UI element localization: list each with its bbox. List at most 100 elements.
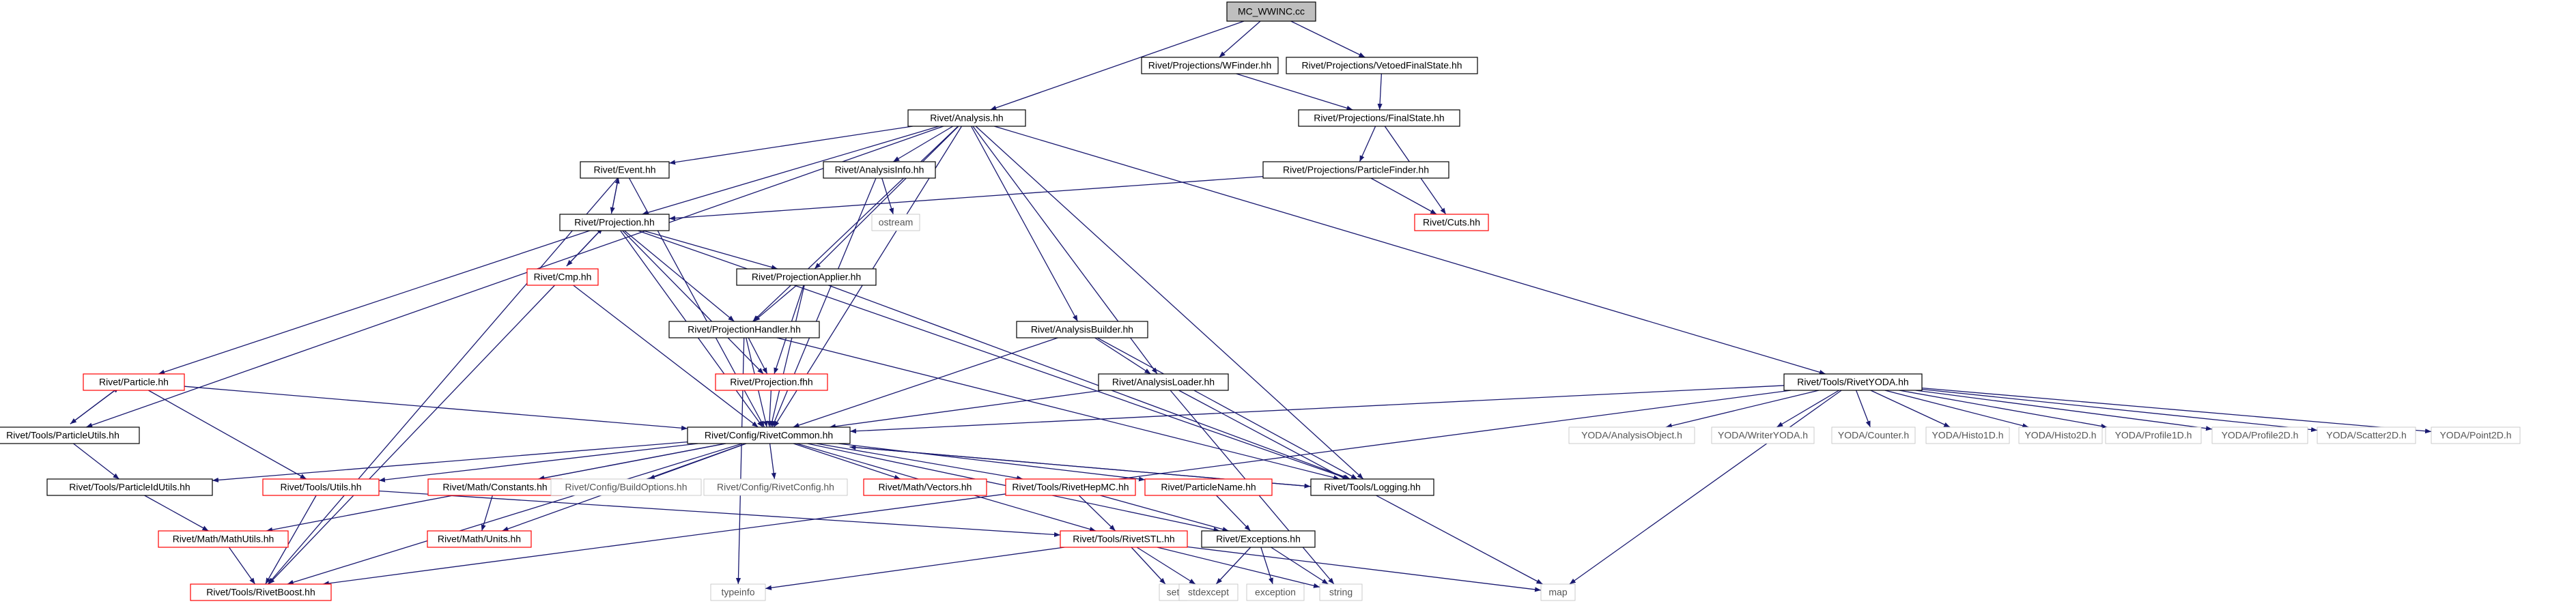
edge-mc_wwinc-to-vetoedfs: [1290, 20, 1365, 58]
node-box-yoda_counter: [1831, 426, 1916, 444]
node-yoda_h2[interactable]: YODA/Histo2D.h: [2018, 426, 2103, 444]
node-particleidutils[interactable]: Rivet/Tools/ParticleIdUtils.hh: [46, 478, 213, 496]
node-box-analysisinfo: [823, 161, 936, 179]
node-stdexcept[interactable]: stdexcept: [1178, 583, 1239, 601]
node-analysis[interactable]: Rivet/Analysis.hh: [907, 109, 1026, 127]
node-box-logging: [1310, 478, 1434, 496]
node-string[interactable]: string: [1319, 583, 1363, 601]
node-box-analysisloader: [1098, 373, 1229, 391]
node-box-mathunits: [427, 530, 532, 548]
node-particlefinder[interactable]: Rivet/Projections/ParticleFinder.hh: [1262, 161, 1449, 179]
edge-wfinder-to-finalstate: [1236, 73, 1353, 111]
node-particleutils[interactable]: Rivet/Tools/ParticleUtils.hh: [0, 426, 140, 444]
node-vetoedfs[interactable]: Rivet/Projections/VetoedFinalState.hh: [1286, 57, 1478, 74]
node-rivetyoda[interactable]: Rivet/Tools/RivetYODA.hh: [1783, 373, 1923, 391]
node-logging[interactable]: Rivet/Tools/Logging.hh: [1310, 478, 1434, 496]
node-map[interactable]: map: [1540, 583, 1576, 601]
edge-rivethepmc-to-exceptions: [1100, 495, 1229, 532]
node-label-stdexcept: stdexcept: [1188, 587, 1229, 598]
edge-rivetcommon-to-rivetconfig: [769, 443, 776, 480]
node-projhandler[interactable]: Rivet/ProjectionHandler.hh: [668, 321, 820, 338]
edge-rivetyoda-to-map: [1569, 390, 1842, 585]
node-box-analysis: [907, 109, 1026, 127]
edge-rivetyoda-to-yoda_pt2: [1921, 387, 2432, 434]
node-label-mathutils: Rivet/Math/MathUtils.hh: [173, 534, 274, 545]
node-box-wfinder: [1141, 57, 1279, 74]
node-box-yoda_ao: [1568, 426, 1695, 444]
node-mathconstants[interactable]: Rivet/Math/Constants.hh: [427, 478, 563, 496]
node-label-rivetconfig: Rivet/Config/RivetConfig.hh: [717, 482, 834, 493]
node-cuts[interactable]: Rivet/Cuts.hh: [1414, 214, 1489, 231]
node-typeinfo[interactable]: typeinfo: [710, 583, 766, 601]
edge-rivetyoda-to-yoda_ao: [1665, 390, 1820, 429]
edge-particlename-to-exceptions: [1216, 495, 1251, 532]
node-label-particlefinder: Rivet/Projections/ParticleFinder.hh: [1283, 164, 1429, 175]
node-label-analysisloader: Rivet/AnalysisLoader.hh: [1112, 377, 1215, 388]
node-yoda_h1[interactable]: YODA/Histo1D.h: [1925, 426, 2010, 444]
node-box-yoda_h1: [1925, 426, 2010, 444]
node-yoda_writer[interactable]: YODA/WriterYODA.h: [1711, 426, 1815, 444]
node-label-ostream: ostream: [879, 217, 914, 228]
node-box-exception: [1246, 583, 1305, 601]
edge-event-to-rivetboost: [267, 177, 619, 585]
node-analysisloader[interactable]: Rivet/AnalysisLoader.hh: [1098, 373, 1229, 391]
node-label-analysisbuilder: Rivet/AnalysisBuilder.hh: [1031, 324, 1133, 335]
node-yoda_p2[interactable]: YODA/Profile2D.h: [2211, 426, 2308, 444]
node-label-rivetcommon: Rivet/Config/RivetCommon.hh: [705, 430, 833, 441]
node-rivetstl[interactable]: Rivet/Tools/RivetSTL.hh: [1060, 530, 1188, 548]
node-box-cmp: [526, 268, 599, 286]
edge-mc_wwinc-to-wfinder: [1219, 20, 1261, 58]
node-box-mc_wwinc: [1226, 1, 1316, 22]
edge-analysisinfo-to-ostream: [881, 177, 894, 215]
node-projection[interactable]: Rivet/Projection.hh: [559, 214, 670, 231]
node-label-vetoedfs: Rivet/Projections/VetoedFinalState.hh: [1301, 60, 1462, 71]
node-label-logging: Rivet/Tools/Logging.hh: [1324, 482, 1421, 493]
node-projapplier[interactable]: Rivet/ProjectionApplier.hh: [736, 268, 877, 286]
node-box-projection: [559, 214, 670, 231]
node-yoda_counter[interactable]: YODA/Counter.h: [1831, 426, 1916, 444]
node-mc_wwinc[interactable]: MC_WWINC.cc: [1226, 1, 1316, 22]
node-yoda_pt2[interactable]: YODA/Point2D.h: [2431, 426, 2521, 444]
edge-projection-to-projhandler: [624, 230, 735, 322]
node-toolsutils[interactable]: Rivet/Tools/Utils.hh: [262, 478, 380, 496]
node-rivethepmc[interactable]: Rivet/Tools/RivetHepMC.hh: [1005, 478, 1136, 496]
node-analysisinfo[interactable]: Rivet/AnalysisInfo.hh: [823, 161, 936, 179]
edge-rivetcommon-to-particlename: [838, 443, 1146, 482]
node-mathutils[interactable]: Rivet/Math/MathUtils.hh: [158, 530, 289, 548]
node-rivetboost[interactable]: Rivet/Tools/RivetBoost.hh: [190, 583, 332, 601]
edge-rivetyoda-to-yoda_writer: [1776, 390, 1840, 428]
node-exceptions[interactable]: Rivet/Exceptions.hh: [1201, 530, 1316, 548]
node-label-particleidutils: Rivet/Tools/ParticleIdUtils.hh: [69, 482, 190, 493]
node-mathvectors[interactable]: Rivet/Math/Vectors.hh: [863, 478, 987, 496]
node-wfinder[interactable]: Rivet/Projections/WFinder.hh: [1141, 57, 1279, 74]
edge-rivethepmc-to-rivetstl: [1078, 495, 1116, 532]
node-buildoptions[interactable]: Rivet/Config/BuildOptions.hh: [550, 478, 702, 496]
node-analysisbuilder[interactable]: Rivet/AnalysisBuilder.hh: [1016, 321, 1148, 338]
edges-layer: [70, 20, 2432, 592]
edge-projection-to-event: [610, 177, 620, 214]
node-event[interactable]: Rivet/Event.hh: [580, 161, 670, 179]
node-particle[interactable]: Rivet/Particle.hh: [83, 373, 185, 391]
node-yoda_s2[interactable]: YODA/Scatter2D.h: [2317, 426, 2416, 444]
node-rivetcommon[interactable]: Rivet/Config/RivetCommon.hh: [687, 426, 851, 444]
node-box-mathconstants: [427, 478, 563, 496]
node-exception[interactable]: exception: [1246, 583, 1305, 601]
node-projfhh[interactable]: Rivet/Projection.fhh: [715, 373, 828, 391]
edge-projhandler-to-projfhh: [748, 337, 768, 375]
node-label-particleutils: Rivet/Tools/ParticleUtils.hh: [6, 430, 119, 441]
node-particlename[interactable]: Rivet/ParticleName.hh: [1144, 478, 1273, 496]
node-yoda_p1[interactable]: YODA/Profile1D.h: [2105, 426, 2202, 444]
node-box-yoda_s2: [2317, 426, 2416, 444]
node-ostream[interactable]: ostream: [871, 214, 920, 231]
node-label-particle: Rivet/Particle.hh: [99, 377, 169, 388]
node-rivetconfig[interactable]: Rivet/Config/RivetConfig.hh: [703, 478, 848, 496]
node-label-rivetboost: Rivet/Tools/RivetBoost.hh: [206, 587, 315, 598]
node-box-yoda_p1: [2105, 426, 2202, 444]
node-cmp[interactable]: Rivet/Cmp.hh: [526, 268, 599, 286]
node-yoda_ao[interactable]: YODA/AnalysisObject.h: [1568, 426, 1695, 444]
node-finalstate[interactable]: Rivet/Projections/FinalState.hh: [1298, 109, 1460, 127]
edge-rivetcommon-to-toolsutils: [378, 443, 698, 482]
edge-analysis-to-projapplier: [814, 126, 959, 270]
node-mathunits[interactable]: Rivet/Math/Units.hh: [427, 530, 532, 548]
